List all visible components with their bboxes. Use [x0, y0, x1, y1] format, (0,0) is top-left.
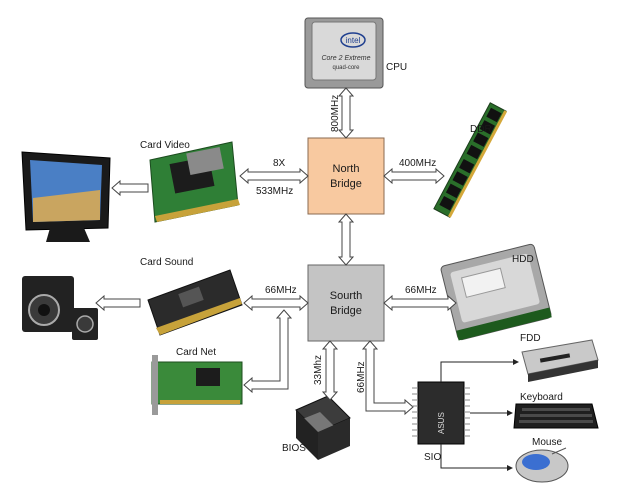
- south-bridge-line1: Sourth: [330, 290, 362, 302]
- bus-sound-speakers: [95, 294, 141, 312]
- bus-sb-bios: [321, 340, 339, 401]
- bus-sb-sound: [243, 294, 309, 312]
- speakers-image: [22, 276, 98, 340]
- fdd-image: [521, 339, 599, 382]
- bus-video-monitor: [111, 179, 149, 197]
- mouse-image: [515, 447, 569, 483]
- north-bridge-line2: Bridge: [330, 178, 362, 190]
- bus-sio-label: 66MHz: [356, 361, 367, 393]
- bus-nb-ddr: [383, 167, 445, 185]
- south-bridge: Sourth Bridge: [307, 264, 385, 342]
- north-bridge-line1: North: [333, 163, 360, 175]
- video-card-image: [149, 141, 240, 223]
- cpu-brand-text: intel: [346, 36, 361, 45]
- bus-nb-video: [239, 167, 309, 185]
- cpu-label: CPU: [386, 62, 407, 73]
- bus-sb-hdd: [383, 294, 457, 312]
- keyboard-label: Keyboard: [520, 392, 563, 403]
- bios-label: BIOS: [282, 443, 306, 454]
- bus-sound-label: 66MHz: [265, 285, 297, 296]
- bus-hdd-label: 66MHz: [405, 285, 437, 296]
- sio-label: SIO: [424, 452, 441, 463]
- keyboard-image: [513, 403, 599, 429]
- ddr-label: DDR: [470, 124, 492, 135]
- bus-video-top-label: 8X: [273, 158, 286, 169]
- sio-mouse-connector: [440, 444, 513, 471]
- hdd-image: [440, 243, 552, 341]
- card-net-label: Card Net: [176, 347, 216, 358]
- cpu-sub-text: quad-core: [332, 65, 360, 71]
- network-card-image: [151, 355, 243, 415]
- bus-ddr-label: 400MHz: [399, 158, 436, 169]
- monitor-image: [21, 151, 111, 242]
- card-video-label: Card Video: [140, 140, 190, 151]
- bus-sb-net: [243, 309, 293, 394]
- fdd-label: FDD: [520, 333, 541, 344]
- sound-card-image: [147, 269, 243, 336]
- bus-video-bottom-label: 533MHz: [256, 186, 293, 197]
- ddr-ram-image: [433, 102, 507, 218]
- north-bridge: North Bridge: [307, 137, 385, 215]
- sio-chip-image: ASUS: [412, 381, 470, 445]
- bus-nb-sb: [337, 213, 355, 266]
- bus-cpu-nb-label: 800MHz: [330, 95, 341, 132]
- cpu-chip-image: intel Core 2 Extreme quad-core: [304, 17, 384, 89]
- sio-fdd-connector: [440, 359, 519, 382]
- card-sound-label: Card Sound: [140, 257, 193, 268]
- bus-bios-label: 33Mhz: [313, 355, 324, 385]
- cpu-model-text: Core 2 Extreme: [321, 55, 370, 62]
- bus-sb-sio: [361, 340, 414, 416]
- mouse-label: Mouse: [532, 437, 562, 448]
- sio-chip-text: ASUS: [437, 412, 446, 434]
- bus-cpu-northbridge: [337, 87, 355, 139]
- bios-chip-image: [295, 395, 351, 460]
- south-bridge-line2: Bridge: [330, 305, 362, 317]
- hdd-label: HDD: [512, 254, 534, 265]
